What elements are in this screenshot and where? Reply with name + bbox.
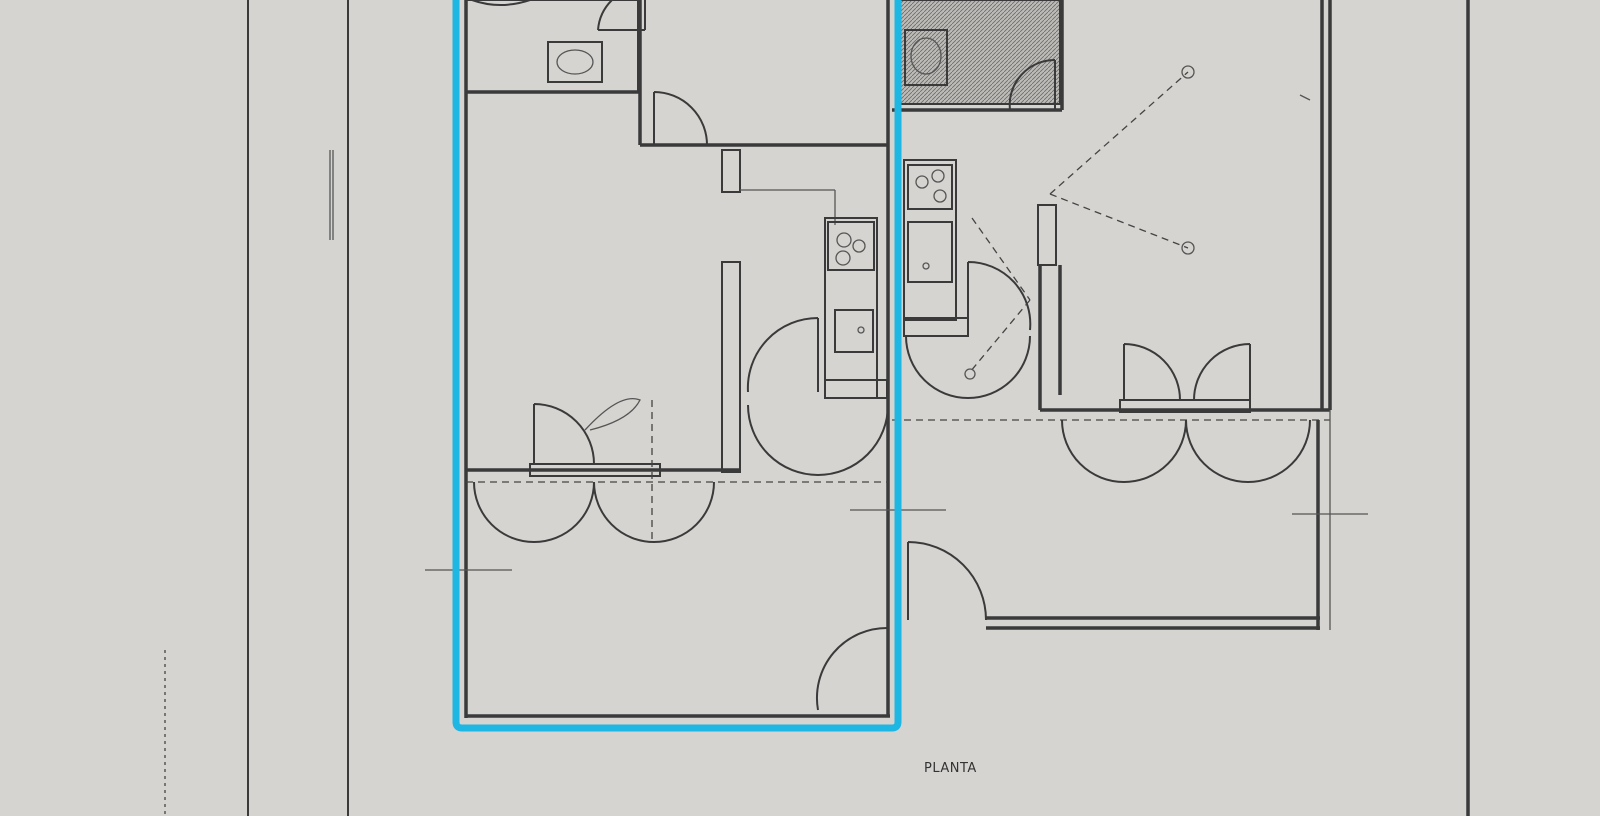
right-unit-walls	[892, 0, 1368, 630]
highlight-outline	[452, 0, 902, 732]
left-unit-walls	[425, 0, 946, 718]
right-unit-doors	[905, 58, 1311, 621]
right-unit-electrical	[964, 65, 1311, 380]
left-unit-fixtures	[471, 0, 875, 353]
sheet-frame	[164, 0, 1470, 816]
drawing-title: PLANTA	[924, 761, 977, 776]
margin-note	[329, 150, 334, 240]
left-unit-doors	[473, 0, 889, 716]
